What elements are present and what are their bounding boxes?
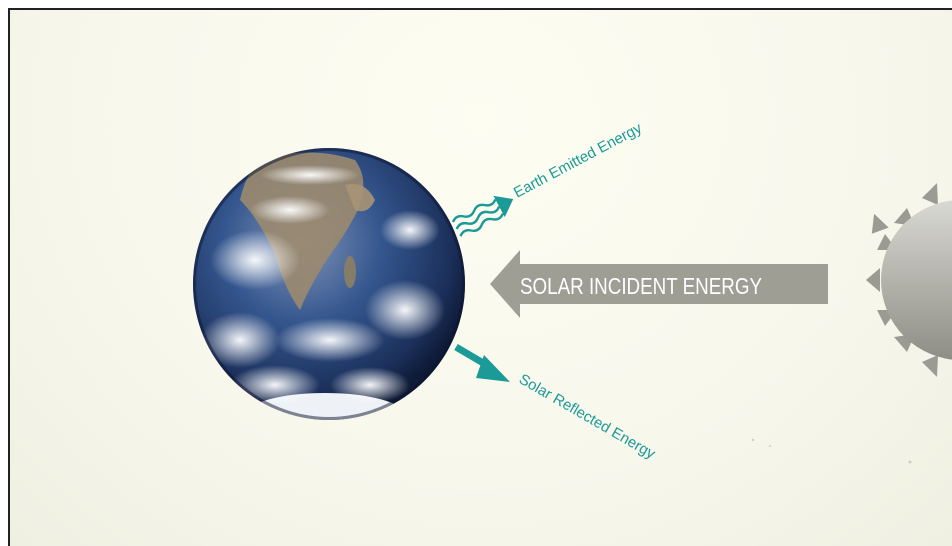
sun-shape [866,183,952,377]
solar-incident-arrow [490,250,828,318]
earth-globe [193,148,465,420]
slide-frame: Earth Emitted Energy Solar Reflected Ene… [8,8,952,546]
solar-reflected-arrow [454,343,510,382]
earth-emitted-arrow [451,195,514,237]
solar-incident-label: SOLAR INCIDENT ENERGY [520,273,762,299]
earth-emitted-label: Earth Emitted Energy [511,119,645,201]
energy-diagram: Earth Emitted Energy Solar Reflected Ene… [193,119,952,464]
solar-reflected-label: Solar Reflected Energy [516,371,659,463]
background-specks [751,438,912,464]
